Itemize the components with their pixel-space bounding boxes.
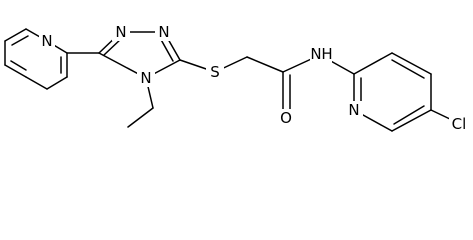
bond	[25, 76, 48, 90]
atom-label: N	[310, 45, 321, 63]
atom-s-thioether: S	[206, 63, 224, 81]
pyridine-ring-right	[353, 52, 432, 132]
bond	[393, 105, 425, 125]
atom-label: N	[158, 23, 169, 41]
atom-cl: Cl	[449, 115, 471, 133]
bond	[391, 59, 425, 79]
atom-n-triazole-2: N	[155, 23, 173, 41]
bond	[391, 52, 432, 75]
bond	[11, 35, 29, 46]
atom-o-carbonyl: O	[277, 109, 295, 127]
atom-label: N	[348, 101, 359, 119]
bond	[246, 56, 284, 73]
bond	[4, 28, 27, 42]
atom-n-triazole-4: N	[137, 69, 155, 87]
atom-label-h: H	[321, 45, 332, 63]
bond	[430, 109, 453, 121]
atom-label: N	[41, 32, 52, 50]
atom-n-triazole-1: N	[112, 23, 130, 41]
atom-label: N	[115, 23, 126, 41]
atom-labels: N N N N S O N H N	[39, 23, 471, 133]
bond	[353, 52, 393, 75]
chemical-structure-diagram: N N N N S O N H N	[4, 23, 471, 133]
atom-label: N	[140, 69, 151, 87]
atom-label: S	[210, 63, 220, 81]
pyridine-ring-left	[4, 28, 68, 90]
bond	[391, 109, 432, 132]
bond	[46, 76, 68, 90]
bond	[10, 60, 27, 71]
atom-n-pyridine-right: N	[345, 101, 363, 119]
atom-label: O	[280, 109, 292, 127]
atom-label: Cl	[452, 115, 467, 133]
atom-nh-amide: N H	[310, 45, 333, 63]
bond	[127, 107, 154, 128]
bond	[4, 64, 27, 78]
atom-n-pyridine-left: N	[39, 32, 55, 50]
